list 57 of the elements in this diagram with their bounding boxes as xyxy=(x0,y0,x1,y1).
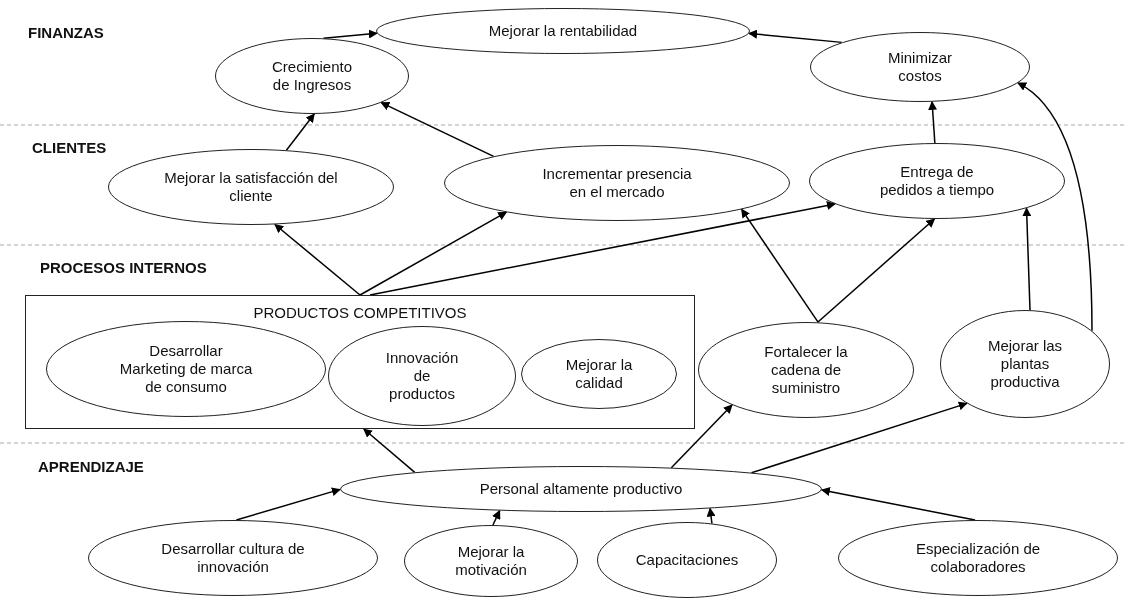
section-heading: PROCESOS INTERNOS xyxy=(40,259,207,276)
node-label: Crecimiento de Ingresos xyxy=(271,58,353,94)
objective-ellipse xyxy=(698,322,914,418)
arrow xyxy=(750,401,968,474)
arrow xyxy=(748,29,843,44)
group-title: PRODUCTOS COMPETITIVOS xyxy=(253,304,467,322)
node-label: Entrega de pedidos a tiempo xyxy=(878,163,996,199)
objective-ellipse xyxy=(376,8,750,54)
node-label: Desarrollar Marketing de marca de consumo xyxy=(118,342,254,396)
arrow xyxy=(1017,82,1093,332)
objective-ellipse xyxy=(46,321,326,417)
objective-ellipse xyxy=(328,326,516,426)
node-label: Mejorar las plantas productiva xyxy=(986,337,1064,391)
section-heading: CLIENTES xyxy=(32,139,107,156)
node-label: Minimizar costos xyxy=(886,49,954,85)
node-label: Mejorar la rentabilidad xyxy=(488,22,638,40)
arrow xyxy=(235,487,341,521)
arrow xyxy=(369,201,836,296)
node-label: Innovación de productos xyxy=(384,349,460,403)
arrow xyxy=(1022,207,1032,311)
arrow xyxy=(363,428,416,474)
arrow xyxy=(285,113,315,151)
objective-ellipse xyxy=(521,339,677,409)
objective-ellipse xyxy=(108,149,394,225)
objective-ellipse xyxy=(838,520,1118,596)
objective-ellipse xyxy=(940,310,1110,418)
arrow xyxy=(492,509,501,526)
section-heading: APRENDIZAJE xyxy=(38,458,144,475)
objective-ellipse xyxy=(809,143,1065,219)
node-label: Desarrollar cultura de innovación xyxy=(160,540,306,576)
arrow xyxy=(274,223,361,296)
arrow xyxy=(816,218,936,324)
objective-ellipse xyxy=(810,32,1030,102)
node-label: Especialización de colaboradores xyxy=(914,540,1042,576)
objective-ellipse xyxy=(340,466,822,512)
arrow xyxy=(740,208,819,324)
objective-ellipse xyxy=(444,145,790,221)
objective-ellipse xyxy=(215,38,409,114)
node-label: Personal altamente productivo xyxy=(479,480,683,498)
group-box xyxy=(25,295,695,429)
arrow xyxy=(928,100,938,144)
node-label: Mejorar la satisfacción del cliente xyxy=(163,169,339,205)
node-label: Mejorar la motivación xyxy=(454,543,528,579)
node-label: Mejorar la calidad xyxy=(564,356,634,392)
objective-ellipse xyxy=(597,522,777,598)
objective-ellipse xyxy=(88,520,378,596)
arrow xyxy=(820,487,976,521)
objective-ellipse xyxy=(404,525,578,597)
arrow xyxy=(706,507,716,525)
node-label: Capacitaciones xyxy=(635,551,739,569)
arrow xyxy=(359,211,508,296)
node-label: Incrementar presencia en el mercado xyxy=(541,165,693,201)
arrow xyxy=(380,101,495,158)
arrow xyxy=(322,29,378,39)
section-heading: FINANZAS xyxy=(28,24,104,41)
node-label: Fortalecer la cadena de suministro xyxy=(763,343,849,397)
arrow xyxy=(670,404,733,469)
